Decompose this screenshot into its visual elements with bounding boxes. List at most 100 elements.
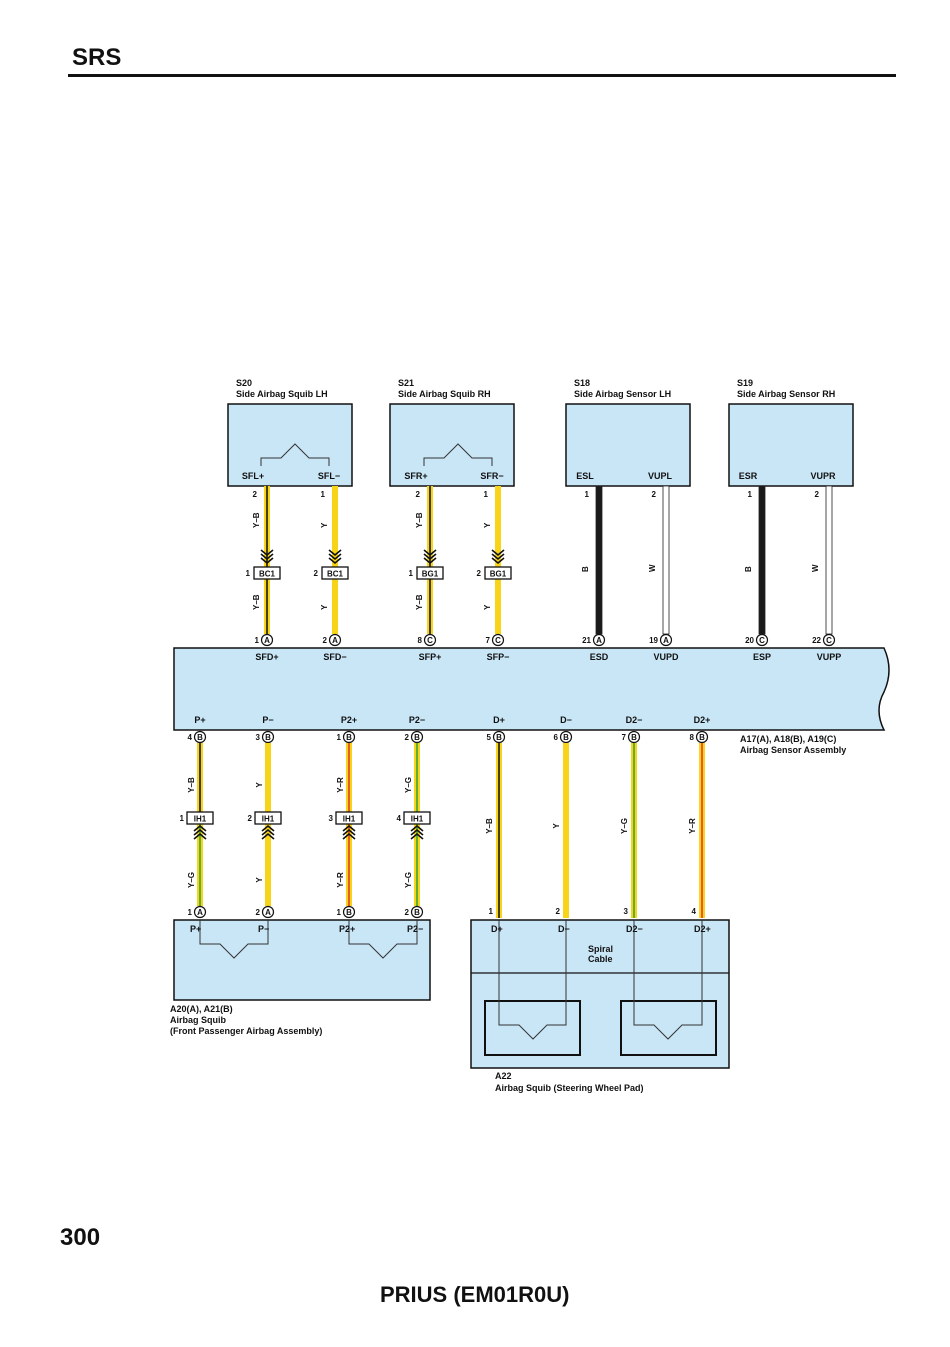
ecu-connector-circle (822, 633, 836, 647)
squib-symbol (498, 973, 567, 1040)
ecu-connector-circle-label: B (346, 733, 352, 742)
component-box-s20 (227, 403, 353, 487)
wire-pin-number: 1 (484, 490, 489, 499)
ecu-connector-circle (695, 730, 709, 744)
ecu-pin-number: 22 (812, 636, 821, 645)
wire-color-code: Y (483, 522, 492, 528)
ecu-pin-name: D2− (626, 715, 643, 725)
wire-color-code: Y (552, 823, 561, 829)
ecu-pin-number: 7 (486, 636, 491, 645)
wire-color-code: W (648, 564, 657, 572)
ecu-connector-circle-label: B (197, 733, 203, 742)
ecu-pin-number: 20 (745, 636, 754, 645)
wire-color-code: Y (483, 604, 492, 610)
section-header: SRS (72, 44, 122, 71)
component-pin-name: P− (258, 924, 269, 934)
wire-lower-4-bottom-stripe (416, 824, 418, 906)
spiral-cable-label: Spiral (588, 944, 613, 954)
ecu-connector-circle-label: B (699, 733, 705, 742)
wire-upper-5 (595, 485, 603, 635)
ecu-connector-circle-label: C (759, 636, 765, 645)
component-name: Side Airbag Sensor LH (574, 389, 671, 399)
wire-lower-8-stripe (701, 743, 703, 918)
end-connector-circle-label: B (346, 908, 352, 917)
ecu-connector-circle (342, 730, 356, 744)
wire-color-code: Y–B (252, 512, 261, 528)
wire-pin-number: 2 (416, 490, 421, 499)
ecu-pin-name: ESP (753, 652, 771, 662)
connector-bc1 (321, 566, 349, 580)
wire-lower-4-top-stripe (416, 743, 418, 812)
component-pin-name: D− (558, 924, 570, 934)
wire-color-code: Y–G (187, 872, 196, 888)
ecu-connector-circle (193, 730, 207, 744)
connector-chevron-icon (261, 828, 275, 836)
ecu-connector-circle (261, 730, 275, 744)
component-code: S19 (737, 378, 753, 388)
ecu-connector-circle (423, 633, 437, 647)
component-pin-name: SFR+ (404, 471, 427, 481)
end-pin-number: 1 (489, 907, 494, 916)
ecu-pin-number: 8 (418, 636, 423, 645)
end-pin-number: 2 (256, 908, 261, 917)
ecu-pin-number: 3 (256, 733, 261, 742)
connector-chevron-icon (410, 824, 424, 832)
ecu-box (173, 647, 890, 731)
wire-pin-number: 2 (253, 490, 258, 499)
ecu-pin-name: P2− (409, 715, 425, 725)
ecu-connector-circle-label: A (596, 636, 602, 645)
connector-chevron-icon (193, 832, 207, 840)
wire-pin-number: 1 (321, 490, 326, 499)
connector-chevron-icon (491, 557, 505, 565)
ecu-pin-name: ESD (590, 652, 609, 662)
wire-upper-6 (662, 485, 670, 635)
connector-chevron-icon (260, 553, 274, 561)
wire-lower-5-stripe (498, 743, 500, 918)
end-pin-number: 3 (624, 907, 629, 916)
component-pin-name: D+ (491, 924, 503, 934)
component-pin-name: P+ (190, 924, 201, 934)
connector-chevron-icon (328, 557, 342, 565)
connector-chevron-icon (423, 557, 437, 565)
connector-ih1-label: IH1 (411, 815, 424, 824)
end-connector-circle-label: A (197, 908, 203, 917)
end-connector-circle (193, 905, 207, 919)
page-number: 300 (60, 1224, 101, 1251)
connector-ih1-label: IH1 (262, 815, 275, 824)
connector-pin-number: 2 (314, 569, 319, 578)
component-name: Airbag Squib (Steering Wheel Pad) (495, 1083, 644, 1093)
squib-symbol (423, 443, 493, 466)
component-pin-name: VUPL (648, 471, 673, 481)
ecu-connector-circle-label: A (264, 636, 270, 645)
wire-lower-1-top-stripe (199, 743, 201, 812)
component-name: Airbag Squib (170, 1015, 227, 1025)
component-pin-name: ESL (576, 471, 594, 481)
ecu-connector-circle (260, 633, 274, 647)
wire-color-code: W (811, 564, 820, 572)
ecu-pin-name: D− (560, 715, 572, 725)
component-code: A22 (495, 1071, 512, 1081)
ecu-pin-number: 7 (622, 733, 627, 742)
component-pin-name: D2+ (694, 924, 711, 934)
connector-pin-number: 3 (329, 814, 334, 823)
footer-model: PRIUS (EM01R0U) (380, 1282, 570, 1307)
wire-color-code: Y (255, 782, 264, 788)
wire-pin-number: 1 (748, 490, 753, 499)
ecu-pin-name: D2+ (694, 715, 711, 725)
ecu-pin-number: 6 (554, 733, 559, 742)
ecu-connector-circle-label: A (332, 636, 338, 645)
ecu-pin-name: SFP+ (419, 652, 442, 662)
component-box-a22 (470, 919, 730, 1069)
wire-color-code: Y–R (336, 777, 345, 793)
squib-symbol (260, 443, 330, 466)
wire-pin-number: 2 (652, 490, 657, 499)
ecu-connector-circle-label: B (563, 733, 569, 742)
inner-squib-box (620, 1000, 717, 1056)
component-box-s18 (565, 403, 691, 487)
ecu-connector-circle (592, 633, 606, 647)
wire-pin-number: 1 (585, 490, 590, 499)
wire-lower-2-top (265, 743, 271, 812)
wire-color-code: Y–B (252, 594, 261, 610)
ecu-pin-name: VUPP (817, 652, 842, 662)
ecu-pin-number: 1 (337, 733, 342, 742)
